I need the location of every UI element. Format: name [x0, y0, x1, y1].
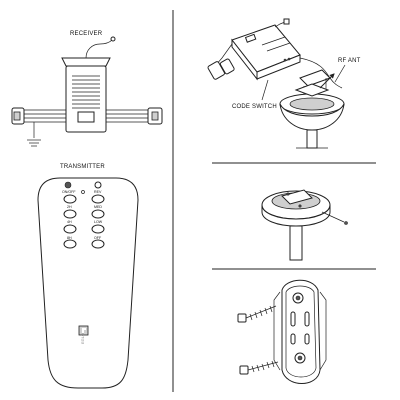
receiver-unit: [11, 36, 163, 147]
btn-label-low: LOW: [94, 220, 103, 224]
canopy-assembly: [207, 18, 345, 149]
btn-label-med: MED: [94, 205, 102, 209]
transmitter-remote: ON/OFF REV 2H MED 4H LOW 8H OFF EGLO: [37, 177, 139, 389]
btn-label-2h: 2H: [67, 205, 72, 209]
screw-top: [237, 305, 277, 323]
btn-label-rev: REV: [94, 190, 102, 194]
btn-label-4h: 4H: [67, 220, 72, 224]
mounting-disk: [261, 189, 348, 261]
btn-label-on-off: ON/OFF: [62, 190, 76, 194]
code-switch-label: CODE SWITCH: [232, 104, 277, 110]
rf-ant-leader: [334, 64, 346, 83]
eglo-logo: EGLO: [78, 325, 89, 344]
screw-bottom: [239, 360, 279, 375]
code-switch-leader: [261, 79, 269, 101]
transmitter-label: TRANSMITTER: [60, 164, 105, 170]
btn-label-8h: 8H: [67, 236, 72, 240]
receiver-label: RECEIVER: [70, 31, 103, 37]
btn-label-off: OFF: [94, 236, 102, 240]
mounting-plate: [273, 279, 327, 384]
brand-text: EGLO: [80, 333, 85, 344]
rf-ant-label: RF ANT: [338, 58, 361, 64]
